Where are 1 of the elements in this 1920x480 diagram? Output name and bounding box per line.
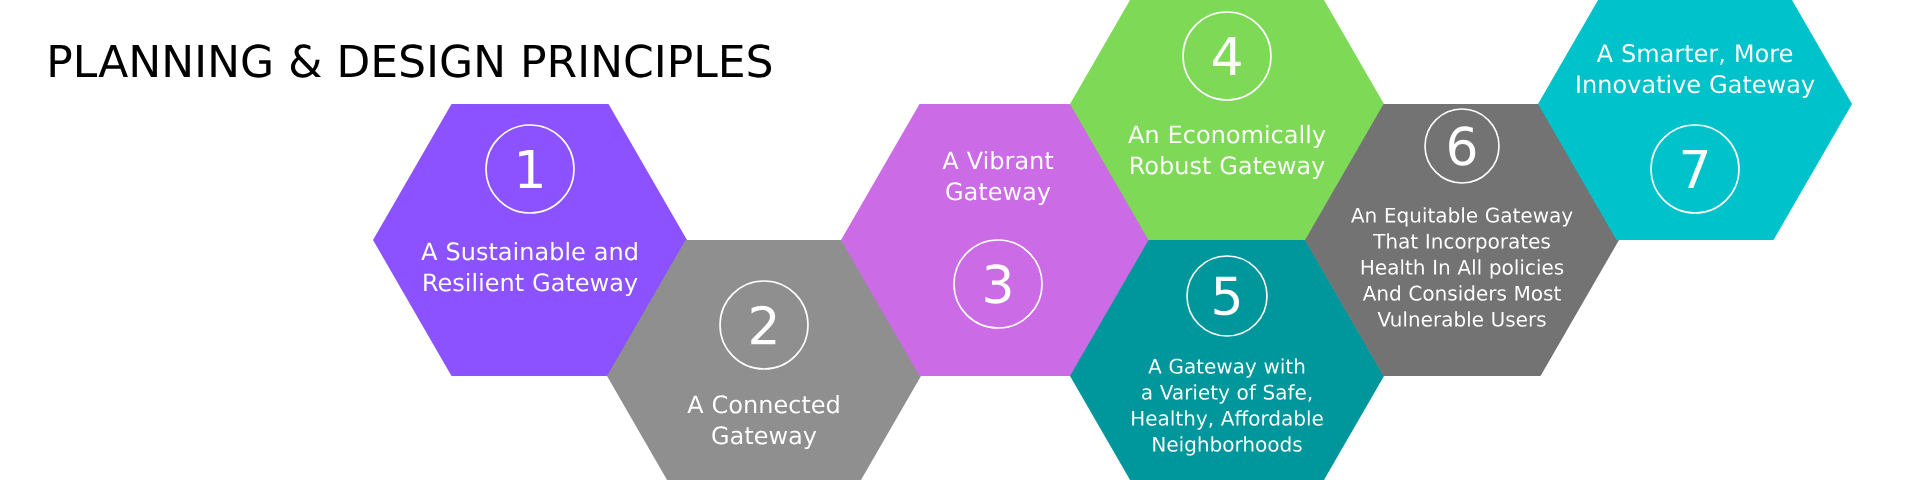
- title: PLANNING & DESIGN PRINCIPLES: [50, 44, 772, 78]
